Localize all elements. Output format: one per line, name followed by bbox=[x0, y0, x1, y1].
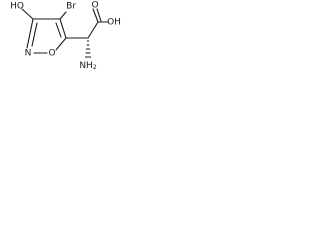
atom-label-br: Br bbox=[66, 2, 76, 12]
bond-n-c3-double bbox=[31, 22, 38, 47]
atom-label-oh-acid: OH bbox=[107, 18, 121, 28]
hashed-wedge-bond bbox=[85, 40, 91, 58]
atom-label-nh2-subscript: 2 bbox=[93, 64, 97, 71]
atom-label-ho: HO bbox=[10, 2, 24, 12]
atom-label-nh: NH bbox=[79, 61, 93, 71]
bond-n-c3 bbox=[26, 18, 34, 49]
bond-c-o-double-2 bbox=[96, 8, 102, 22]
bond-c4-c5-double bbox=[55, 22, 62, 38]
bond-c5-o bbox=[55, 37, 67, 51]
bond-c3-oh bbox=[21, 8, 34, 20]
bond-c4-br bbox=[59, 11, 67, 20]
atom-label-o-ring: O bbox=[48, 49, 55, 59]
chemical-structure: HO Br N O O OH NH2 bbox=[10, 1, 121, 71]
atom-label-n: N bbox=[25, 49, 32, 59]
bond-calpha-ccooh bbox=[87, 21, 99, 39]
atom-label-nh2: NH2 bbox=[79, 61, 97, 71]
atom-label-o-acid: O bbox=[91, 1, 98, 11]
bond-c-o-double-1 bbox=[92, 8, 99, 23]
bond-c4-c5 bbox=[59, 18, 67, 39]
